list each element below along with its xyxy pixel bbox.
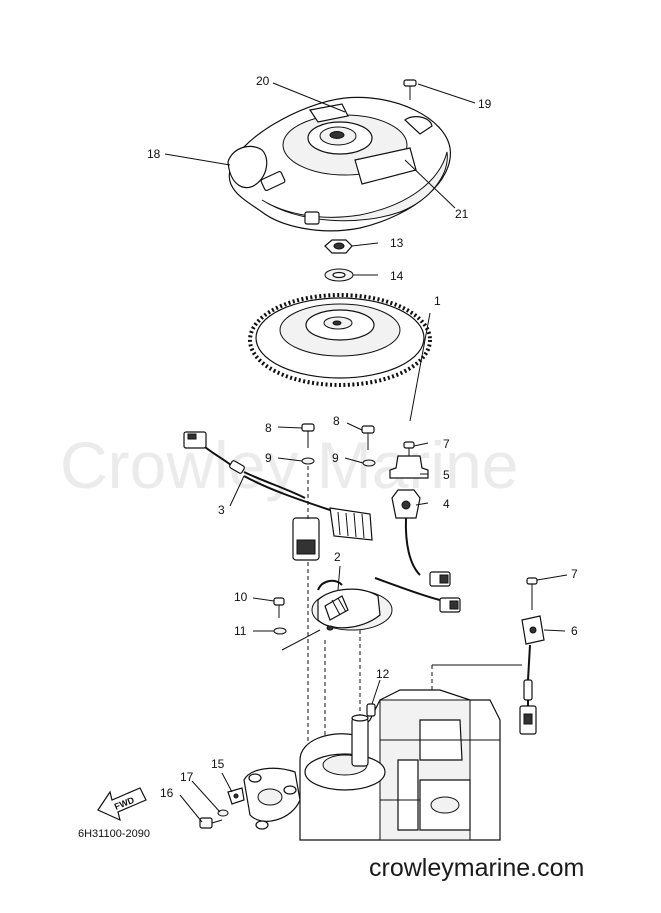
nut-13 (324, 239, 353, 254)
callout-1: 1 (434, 294, 441, 308)
callout-14: 14 (390, 269, 404, 283)
callout-13: 13 (390, 236, 404, 250)
screw-7-upper (403, 441, 415, 456)
callout-21: 21 (455, 207, 469, 221)
callout-3: 3 (218, 503, 225, 517)
leader-lines (164, 82, 568, 823)
callout-5: 5 (443, 468, 450, 482)
callout-labels: 1 2 3 4 5 6 7 7 8 8 9 9 10 11 12 13 14 1… (147, 74, 578, 800)
callout-9-left: 9 (265, 451, 272, 465)
washer-14 (324, 268, 354, 282)
sensor-4 (391, 489, 421, 519)
bolt-10 (273, 597, 285, 618)
callout-9-right: 9 (332, 451, 339, 465)
fwd-arrow-icon: FWD (97, 787, 147, 822)
bracket-5 (389, 455, 429, 479)
callout-19: 19 (478, 97, 492, 111)
callout-11: 11 (234, 624, 247, 638)
stator-2 (311, 579, 393, 631)
callout-6: 6 (571, 624, 578, 638)
flywheel (248, 293, 432, 387)
callout-18: 18 (147, 147, 161, 161)
callout-15: 15 (211, 757, 225, 771)
pin-12 (366, 703, 376, 717)
callout-10: 10 (234, 590, 248, 604)
callout-17: 17 (180, 770, 194, 784)
flywheel-cover (227, 96, 451, 232)
callout-20: 20 (256, 74, 270, 88)
callout-8-right: 8 (333, 414, 340, 428)
watermark-text: Crowley Marine (60, 428, 518, 502)
callout-16: 16 (160, 786, 174, 800)
washer-9-left (301, 457, 315, 465)
screw-19 (403, 79, 417, 100)
pulser-coil-6 (519, 615, 545, 735)
callout-8-left: 8 (265, 421, 272, 435)
callout-7-lower: 7 (571, 567, 578, 581)
bolt-16 (199, 817, 223, 829)
washer-11 (273, 627, 287, 635)
callout-12: 12 (376, 667, 390, 681)
clamp-15 (227, 787, 245, 805)
callout-7-upper: 7 (443, 437, 450, 451)
screw-7-lower (526, 577, 538, 610)
washer-17 (217, 809, 229, 817)
washer-9-right (362, 459, 376, 467)
footer-url: crowleymarine.com (369, 854, 584, 882)
callout-2: 2 (334, 550, 341, 564)
harness-3 (183, 431, 373, 561)
engine-block (243, 689, 501, 841)
callout-4: 4 (443, 497, 450, 511)
sensor-wire (374, 517, 461, 613)
diagram-code: 6H31100-2090 (78, 828, 150, 840)
